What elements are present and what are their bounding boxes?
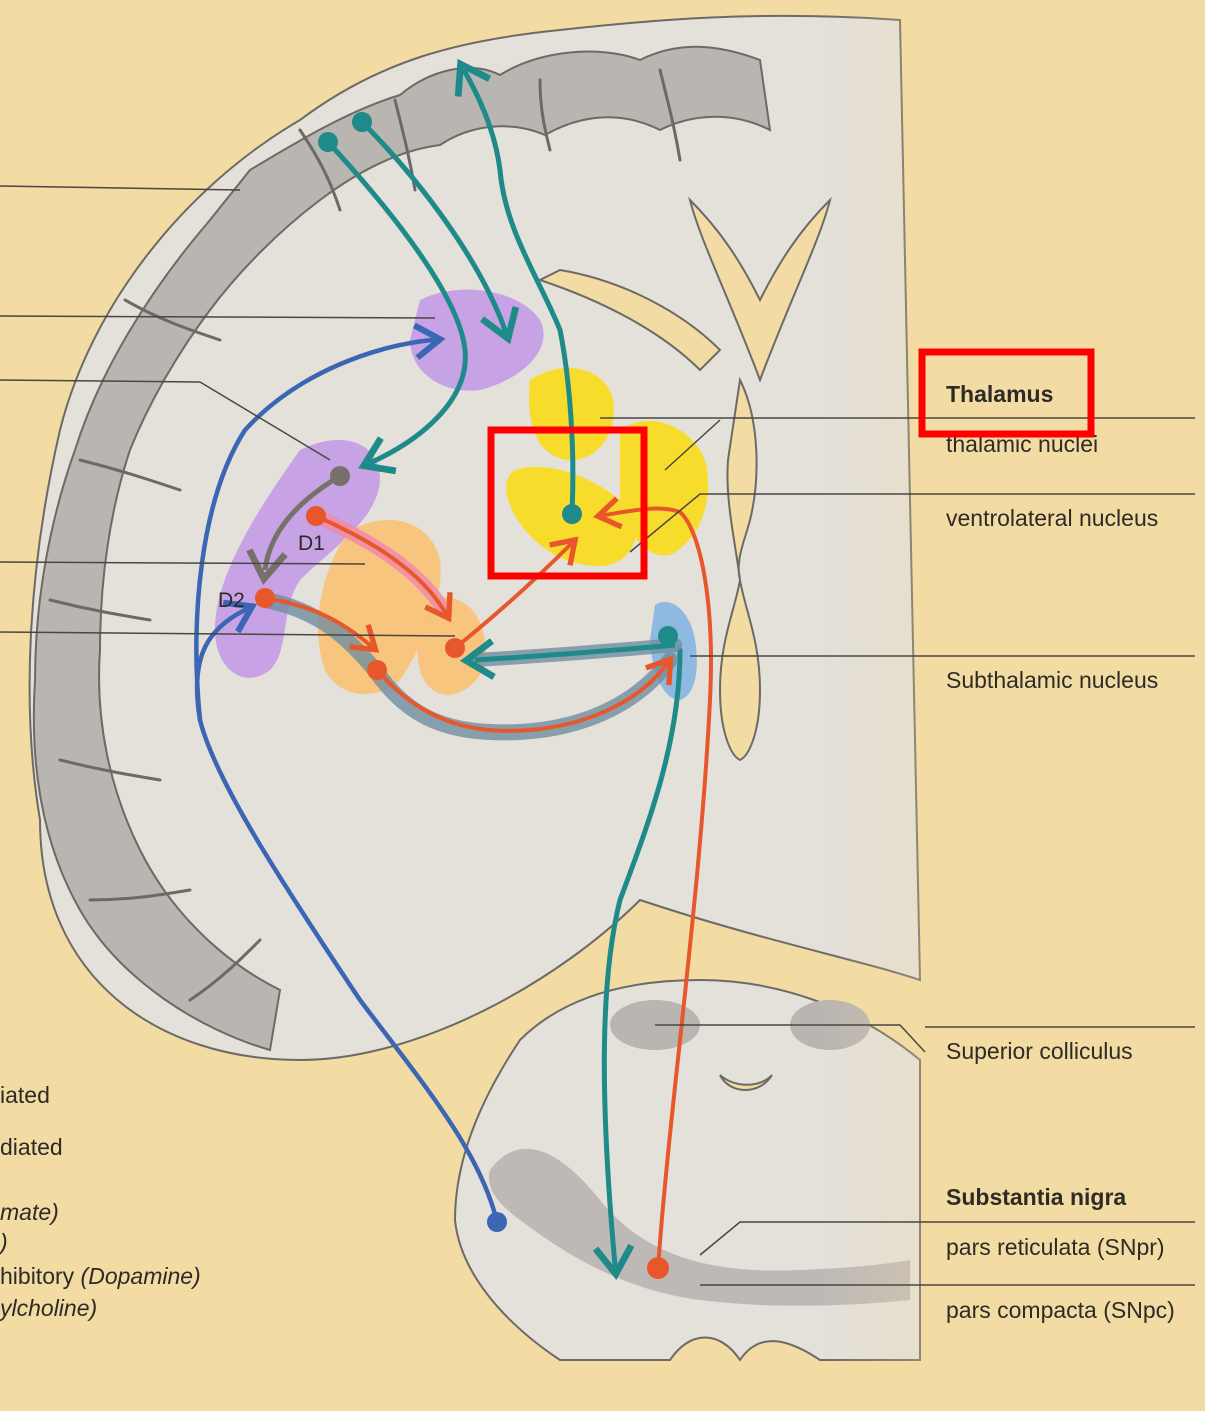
- cortex-node-2: [352, 112, 372, 132]
- label-thalamus: Thalamus: [946, 381, 1053, 407]
- legend-line-6: ylcholine): [0, 1295, 97, 1321]
- gpe-node: [367, 660, 387, 680]
- stn-node: [658, 626, 678, 646]
- legend-line-1: iated: [0, 1082, 50, 1108]
- d1-node: [306, 506, 326, 526]
- label-pars-compacta: pars compacta (SNpc): [946, 1297, 1175, 1323]
- legend-line-3: mate): [0, 1199, 59, 1225]
- legend-line-4: ): [0, 1229, 8, 1255]
- striatum-grey-node: [330, 466, 350, 486]
- d2-tag: D2: [218, 589, 245, 612]
- label-ventrolateral-nucleus: ventrolateral nucleus: [946, 505, 1158, 531]
- label-substantia-nigra: Substantia nigra: [946, 1184, 1126, 1210]
- cortex-node-1: [318, 132, 338, 152]
- legend-line-2: diated: [0, 1134, 63, 1160]
- legend-line-5-italic: (Dopamine): [81, 1263, 201, 1289]
- legend-line-5-prefix: hibitory: [0, 1263, 81, 1289]
- gpi-node: [445, 638, 465, 658]
- legend-fragments: iated diated mate) ) hibitory (Dopamine)…: [0, 1082, 201, 1321]
- d2-node: [255, 588, 275, 608]
- label-subthalamic-nucleus: Subthalamic nucleus: [946, 667, 1158, 693]
- label-superior-colliculus: Superior colliculus: [946, 1038, 1133, 1064]
- d1-tag: D1: [298, 532, 325, 555]
- snc-node: [487, 1212, 507, 1232]
- legend-line-5: hibitory (Dopamine): [0, 1263, 201, 1289]
- label-pars-reticulata: pars reticulata (SNpr): [946, 1234, 1165, 1260]
- thalamus-node: [562, 504, 582, 524]
- snr-node: [647, 1257, 669, 1279]
